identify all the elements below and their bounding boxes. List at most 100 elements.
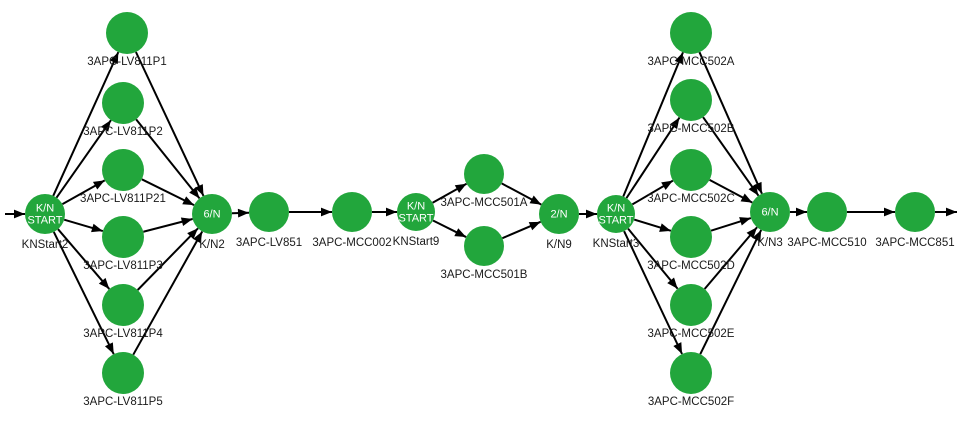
- edge: [625, 116, 681, 199]
- graph-node[interactable]: [670, 284, 712, 326]
- graph-node[interactable]: [102, 149, 144, 191]
- graph-node[interactable]: [670, 352, 712, 394]
- graph-node[interactable]: [670, 149, 712, 191]
- edge-line: [55, 119, 112, 199]
- graph-node[interactable]: [102, 284, 144, 326]
- arrowhead-icon: [748, 184, 759, 196]
- graph-node[interactable]: [895, 192, 935, 232]
- edge: [141, 178, 195, 207]
- node-caption: KNStart2: [22, 239, 69, 251]
- node-circle[interactable]: [464, 154, 504, 194]
- node-caption: 3APC-MCC501A: [441, 197, 528, 209]
- graph-node[interactable]: [807, 192, 847, 232]
- node-circle[interactable]: [192, 194, 232, 234]
- node-caption: KNStart3: [593, 238, 640, 250]
- edge: [289, 207, 332, 217]
- edge: [623, 230, 683, 355]
- arrowhead-icon: [180, 217, 193, 227]
- graph-node[interactable]: [102, 216, 144, 258]
- node-circle[interactable]: [670, 12, 712, 54]
- node-circle[interactable]: [102, 352, 144, 394]
- graph-node[interactable]: 6/N: [192, 194, 232, 234]
- edge: [790, 207, 807, 217]
- arrowhead-icon: [454, 228, 467, 238]
- node-caption: 3APC-MCC502B: [648, 123, 735, 135]
- arrowhead-icon: [109, 52, 119, 64]
- node-circle[interactable]: [670, 352, 712, 394]
- node-caption: 3APC-LV811P4: [83, 328, 163, 340]
- arrowhead-icon: [667, 277, 678, 289]
- graph-node[interactable]: [106, 12, 148, 54]
- node-circle[interactable]: [807, 192, 847, 232]
- edge: [579, 209, 597, 219]
- edge-line: [132, 230, 204, 356]
- edge-line: [52, 231, 115, 355]
- node-circle[interactable]: [332, 192, 372, 232]
- arrowhead-icon: [659, 223, 671, 232]
- node-circle[interactable]: [102, 149, 144, 191]
- node-caption: 3APC-MCC502F: [648, 396, 734, 408]
- arrowhead-icon: [14, 209, 25, 219]
- node-circle[interactable]: [670, 149, 712, 191]
- node-circle[interactable]: [670, 79, 712, 121]
- edge-line: [623, 230, 683, 355]
- graph-node[interactable]: [249, 192, 289, 232]
- graph-node[interactable]: [332, 192, 372, 232]
- node-circle[interactable]: [102, 284, 144, 326]
- edge-line: [702, 116, 760, 197]
- edge: [5, 209, 25, 219]
- edge: [135, 118, 201, 200]
- node-caption: K/N3: [757, 237, 783, 249]
- node-circle[interactable]: [670, 216, 712, 258]
- node-caption: KNStart9: [393, 236, 440, 248]
- graph-node[interactable]: [464, 226, 504, 266]
- edge: [702, 116, 760, 197]
- node-caption: 3APC-MCC002: [312, 237, 391, 249]
- node-inner-label: START: [27, 214, 62, 226]
- node-circle[interactable]: [249, 192, 289, 232]
- graph-node[interactable]: [670, 216, 712, 258]
- arrowhead-icon: [669, 117, 680, 130]
- node-circle[interactable]: [102, 82, 144, 124]
- graph-node[interactable]: [670, 12, 712, 54]
- node-circle[interactable]: [397, 193, 435, 231]
- graph-node[interactable]: 2/N: [539, 194, 579, 234]
- graph-node[interactable]: 6/N: [750, 192, 790, 232]
- edge: [143, 217, 193, 233]
- arrowhead-icon: [321, 207, 332, 217]
- edge: [432, 219, 467, 238]
- node-circle[interactable]: [102, 216, 144, 258]
- node-circle[interactable]: [464, 226, 504, 266]
- graph-node[interactable]: [670, 79, 712, 121]
- node-inner-label: K/N: [407, 200, 425, 212]
- graph-node[interactable]: [102, 352, 144, 394]
- arrowhead-icon: [454, 183, 467, 193]
- edge: [57, 228, 111, 290]
- edge-line: [136, 227, 199, 291]
- edge: [52, 231, 115, 355]
- arrowhead-icon: [104, 342, 114, 355]
- node-circle[interactable]: [597, 195, 635, 233]
- graph-node[interactable]: [102, 82, 144, 124]
- node-circle[interactable]: [25, 194, 65, 234]
- node-circle[interactable]: [670, 284, 712, 326]
- node-caption: 3APC-LV811P5: [83, 396, 162, 408]
- node-circle[interactable]: [750, 192, 790, 232]
- arrowhead-icon: [739, 217, 751, 226]
- node-circle[interactable]: [895, 192, 935, 232]
- edge-line: [135, 118, 201, 200]
- graph-node[interactable]: [464, 154, 504, 194]
- node-caption: 3APC-LV811P21: [80, 193, 166, 205]
- node-circle[interactable]: [539, 194, 579, 234]
- node-circle[interactable]: [106, 12, 148, 54]
- edge: [52, 51, 120, 197]
- node-inner-label: 2/N: [550, 208, 567, 220]
- edge: [935, 207, 957, 217]
- arrowhead-icon: [187, 228, 199, 240]
